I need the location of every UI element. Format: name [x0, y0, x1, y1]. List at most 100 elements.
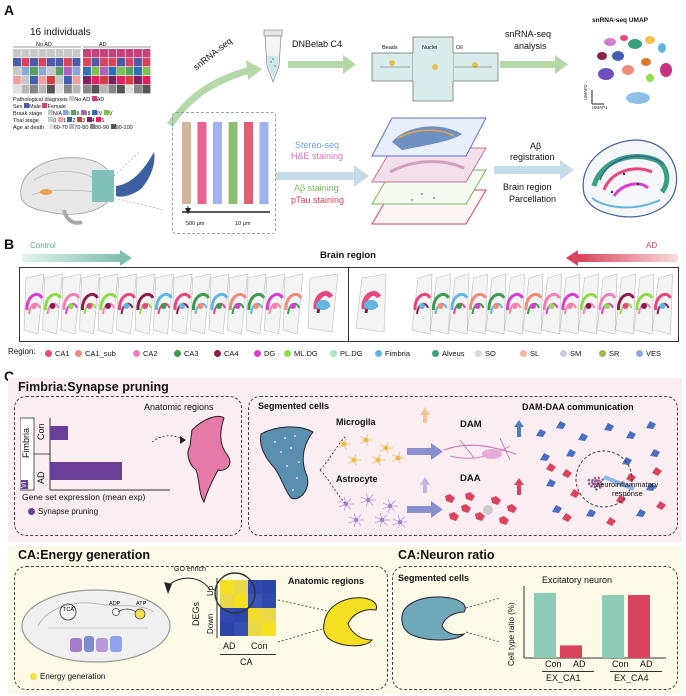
- region-legend-item: CA3: [174, 349, 199, 358]
- fimbria-axis-label: Fimbria: [21, 427, 31, 458]
- heatmap-cell: [262, 622, 276, 636]
- panel-b-letter: B: [4, 236, 15, 252]
- beads-label: Beads: [382, 45, 398, 51]
- dam-cell: [546, 479, 556, 487]
- dam-cell: [646, 483, 656, 491]
- microglia-label: Microgila: [336, 417, 376, 427]
- individual-cell: [125, 67, 134, 76]
- heatmap-cell: [248, 580, 262, 594]
- region-legend-item: CA1_sub: [75, 349, 116, 358]
- individual-cell: [55, 58, 64, 67]
- legend-pathological: Pathological diagnosis No AD AD: [13, 96, 105, 103]
- signal-dot: [593, 477, 597, 480]
- individual-cell: [83, 58, 91, 67]
- individual-cell: [38, 67, 47, 76]
- individual-cell: [13, 58, 21, 67]
- atp-icon: [134, 608, 146, 620]
- individual-cell: [30, 85, 38, 94]
- individual-cell: [47, 85, 55, 94]
- cell-type-ratio-label: Cell type ratio (%): [507, 602, 516, 666]
- signal-dot: [598, 486, 602, 489]
- heatmap-cell: [262, 580, 276, 594]
- microglia-cell: [380, 442, 393, 454]
- brain-region-label-1: Brain region: [503, 182, 552, 192]
- microfluidic-chip: [371, 36, 499, 102]
- ad-label-b: AD: [646, 241, 658, 250]
- individual-cell: [38, 85, 47, 94]
- region-legend-dot: [636, 350, 643, 357]
- individual-cell: [47, 58, 55, 67]
- brain-slice: [355, 273, 387, 333]
- neuroinflam-label-1: neuroinflammatory: [596, 480, 659, 489]
- individual-cell: [134, 76, 142, 85]
- brain-slice: [79, 273, 100, 335]
- region-legend-dot: [475, 350, 482, 357]
- region-legend-label: SL: [530, 349, 540, 358]
- slide-stripe: [213, 122, 222, 204]
- dam-cell: [536, 429, 546, 437]
- ptau-staining-label: pTau staining: [291, 195, 345, 205]
- region-legend-item: CA2: [133, 349, 158, 358]
- individual-cell: [134, 85, 142, 94]
- no-ad-group-label: No AD: [36, 42, 52, 48]
- ex-ca1-ad-label: AD: [573, 659, 586, 669]
- individual-cell: [83, 85, 91, 94]
- region-legend-label: DG: [264, 349, 276, 358]
- brain-slice: [467, 273, 488, 335]
- individual-cell: [142, 67, 151, 76]
- region-legend-dot: [330, 350, 337, 357]
- dnbelab-label: DNBelab C4: [292, 39, 343, 49]
- region-legend-dot: [599, 350, 606, 357]
- daa-cell: [465, 492, 475, 501]
- brain-slice: [42, 273, 63, 335]
- individual-cell: [108, 76, 117, 85]
- abeta-staining-label: Aβ staining: [294, 183, 339, 193]
- signal-dot: [597, 479, 600, 482]
- individual-cell: [117, 49, 125, 58]
- ex-ca4-bracket: [610, 671, 662, 672]
- signal-dot: [590, 484, 593, 488]
- individual-cell: [55, 85, 64, 94]
- fimbria-ad-label: AD: [36, 471, 46, 484]
- umap2-label: UMAP2: [583, 84, 588, 100]
- individual-cell: [30, 58, 38, 67]
- daa-debris: [483, 505, 493, 515]
- ca-energy-title: CA:Energy generation: [18, 548, 150, 562]
- region-legend-item: Alveus: [432, 349, 465, 358]
- signal-dot: [587, 478, 591, 482]
- tissue-block: [92, 170, 114, 202]
- dam-daa-communication: [536, 421, 666, 526]
- heatmap-cell: [234, 594, 248, 608]
- daa-cell: [499, 516, 509, 525]
- individual-cell: [30, 49, 38, 58]
- neuroinflam-label-2: response: [612, 489, 643, 498]
- brain-slice: [559, 273, 581, 335]
- region-legend-label: SR: [609, 349, 620, 358]
- heatmap-ad-label: AD: [223, 641, 236, 651]
- tca-icon: [59, 603, 77, 621]
- dam-cell: [604, 423, 614, 431]
- hippocampus-curl: [116, 152, 155, 197]
- individual-cell: [64, 85, 72, 94]
- region-legend-item: VES: [636, 349, 661, 358]
- region-legend-label: SO: [485, 349, 496, 358]
- region-legend-dot: [75, 350, 82, 357]
- region-legend-dot: [45, 350, 52, 357]
- heatmap-con-label: Con: [251, 641, 268, 651]
- brain-region-title: Brain region: [320, 250, 376, 261]
- snrna-analysis-label-1: snRNA-seq: [505, 29, 552, 39]
- signal-dot: [593, 485, 596, 489]
- region-legend-label: Region:: [8, 347, 36, 356]
- heatmap-cell: [262, 594, 276, 608]
- degs-heatmap: [220, 580, 276, 636]
- brain-slice: [60, 273, 82, 335]
- region-legend-label: ML.DG: [294, 349, 318, 358]
- segmented-ca-shape: [401, 596, 501, 643]
- tca-label: TCA: [63, 607, 74, 613]
- daa-cell: [475, 512, 485, 521]
- neuron-ratio-chart: [523, 586, 666, 659]
- microglia-cell: [348, 454, 361, 466]
- daa-label: DAA: [460, 473, 481, 484]
- heatmap-cell: [262, 608, 276, 622]
- individual-cell: [142, 76, 151, 85]
